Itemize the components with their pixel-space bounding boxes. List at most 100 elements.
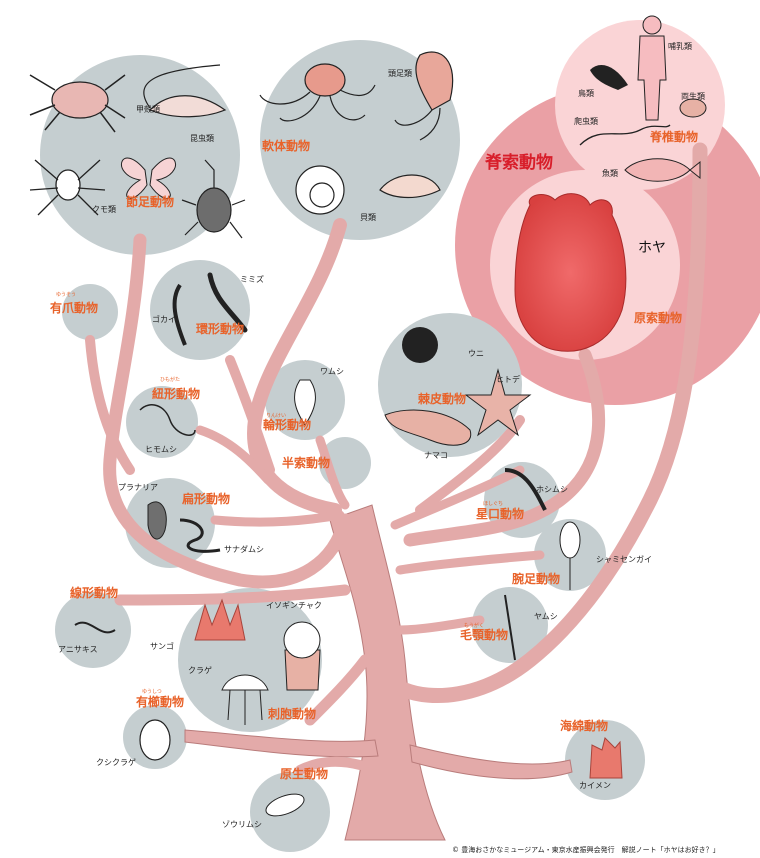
nematoda-node (55, 592, 131, 668)
arthropoda-label: 節足動物 (126, 194, 174, 209)
octopus-illustration (259, 63, 376, 122)
beetle-illustration (181, 159, 246, 239)
sea-cucumber-illustration (384, 409, 472, 446)
tapeworm-label: サナダムシ (224, 544, 264, 554)
mollusca-label: 軟体動物 (262, 138, 310, 153)
nemertea-ruby: ひもがた (160, 376, 180, 383)
anisakis-label: アニサキス (58, 645, 98, 654)
bivalvia-label: 貝類 (360, 212, 376, 222)
ctenophora-label: 有櫛動物 (136, 694, 184, 709)
annelida-node (150, 260, 250, 360)
sipuncula-ruby: ほしぐち (483, 501, 503, 507)
arachnida-label: クモ類 (92, 204, 116, 214)
tapeworm-illustration (179, 518, 221, 553)
snake-illustration (579, 124, 671, 146)
hemichordata-label: 半索動物 (282, 455, 330, 470)
ctenophora-ruby: ゆうしつ (142, 689, 162, 695)
labels: 節足動物 甲殻類 昆虫類 クモ類 軟体動物 頭足類 貝類 脊索動物 脊椎動物 哺… (50, 41, 720, 854)
ribbon-worm-label: ヒモムシ (145, 445, 177, 454)
peanut-worm-label: ホシムシ (536, 485, 568, 494)
vertebrata-circle (555, 20, 725, 190)
earthworm-label: ミミズ (240, 274, 264, 284)
credit-line: © 豊海おさかなミュージアム・東京水産振興会発行 解説ノート「ホヤはお好き？」 (452, 845, 720, 854)
paramecium-illustration (265, 793, 305, 817)
onychophora-label: 有爪動物 (50, 300, 98, 315)
earthworm-illustration (207, 272, 248, 333)
clam-illustration (379, 174, 441, 199)
rotifera-label: 輪形動物 (263, 417, 311, 432)
echinodermata-label: 棘皮動物 (418, 391, 466, 406)
coral-illustration (194, 598, 246, 641)
butterfly-illustration (121, 157, 176, 199)
human-illustration (637, 15, 667, 121)
urochordata-label: 原索動物 (634, 310, 682, 325)
snail-illustration (295, 165, 345, 215)
comb-jelly-label: クシクラゲ (96, 757, 136, 767)
jellyfish-label: クラゲ (188, 665, 212, 675)
porifera-label: 海綿動物 (560, 718, 608, 733)
reptilia-label: 爬虫類 (574, 116, 598, 126)
platyhelminthes-label: 扁形動物 (182, 491, 230, 506)
cephalopoda-label: 頭足類 (388, 68, 412, 78)
jellyfish-illustration (221, 674, 269, 725)
paramecium-label: ゾウリムシ (222, 820, 262, 829)
squid-illustration (394, 51, 454, 141)
anisakis-illustration (74, 621, 116, 634)
nematoda-label: 線形動物 (70, 585, 118, 600)
coral-label: サンゴ (150, 641, 174, 651)
starfish-label: ヒトデ (496, 374, 520, 384)
sipuncula-label: 星口動物 (476, 506, 524, 521)
ragworm-label: ゴカイ (152, 314, 176, 324)
lamp-shell-illustration (559, 521, 581, 590)
nemertea-node (126, 386, 198, 458)
ascidian-illustration (514, 193, 627, 352)
sea-anemone-label: イソギンチャク (266, 601, 322, 610)
tree-branches (85, 142, 708, 775)
rotifer-label: ワムシ (320, 367, 344, 376)
sponge-illustration (589, 737, 623, 779)
crustacea-label: 甲殻類 (136, 104, 160, 114)
shrimp-illustration (143, 64, 227, 118)
onychophora-ruby: ゆうそう (56, 291, 76, 298)
ragworm-illustration (172, 283, 187, 346)
protozoa-label: 原生動物 (280, 766, 328, 781)
aves-label: 鳥類 (578, 88, 594, 98)
ascidian-label: ホヤ (638, 240, 666, 256)
sea-urchin-label: ウニ (468, 349, 484, 358)
amphibia-label: 両生類 (681, 91, 705, 101)
insecta-label: 昆虫類 (190, 133, 214, 143)
arrow-worm-label: ヤムシ (534, 612, 558, 621)
sea-cucumber-label: ナマコ (424, 451, 448, 460)
chaetognatha-ruby: もうがく (464, 622, 484, 629)
crab-illustration (29, 74, 126, 133)
vertebrata-label: 脊椎動物 (649, 129, 698, 144)
comb-jelly-illustration (139, 719, 171, 761)
peanut-worm-illustration (504, 468, 547, 511)
crow-illustration (590, 65, 628, 90)
rotifer-illustration (294, 379, 316, 426)
cnidaria-label: 刺胞動物 (267, 706, 316, 721)
spider-illustration (29, 159, 106, 216)
onychophora-node (62, 284, 118, 340)
planarian-label: プラナリア (118, 483, 158, 492)
tree-trunk (184, 504, 573, 841)
starfish-illustration (464, 368, 532, 437)
nemertea-label: 紐形動物 (152, 386, 200, 401)
rotifera-ruby: りんけい (266, 413, 286, 419)
annelida-label: 環形動物 (196, 321, 244, 336)
arrow-worm-illustration (504, 594, 516, 661)
mammalia-label: 哺乳類 (668, 41, 692, 51)
sea-urchin-illustration (402, 327, 438, 363)
lamp-shell-label: シャミセンガイ (596, 554, 652, 564)
chaetognatha-label: 毛顎動物 (460, 627, 508, 642)
chordata-label: 脊索動物 (484, 152, 553, 173)
brachiopoda-label: 腕足動物 (511, 571, 560, 586)
ribbon-worm-illustration (139, 404, 196, 436)
planarian-illustration (147, 501, 167, 540)
pisces-label: 魚類 (602, 168, 618, 178)
sponge-label: カイメン (579, 781, 611, 790)
sea-anemone-illustration (283, 621, 321, 691)
fish-illustration (624, 158, 701, 182)
